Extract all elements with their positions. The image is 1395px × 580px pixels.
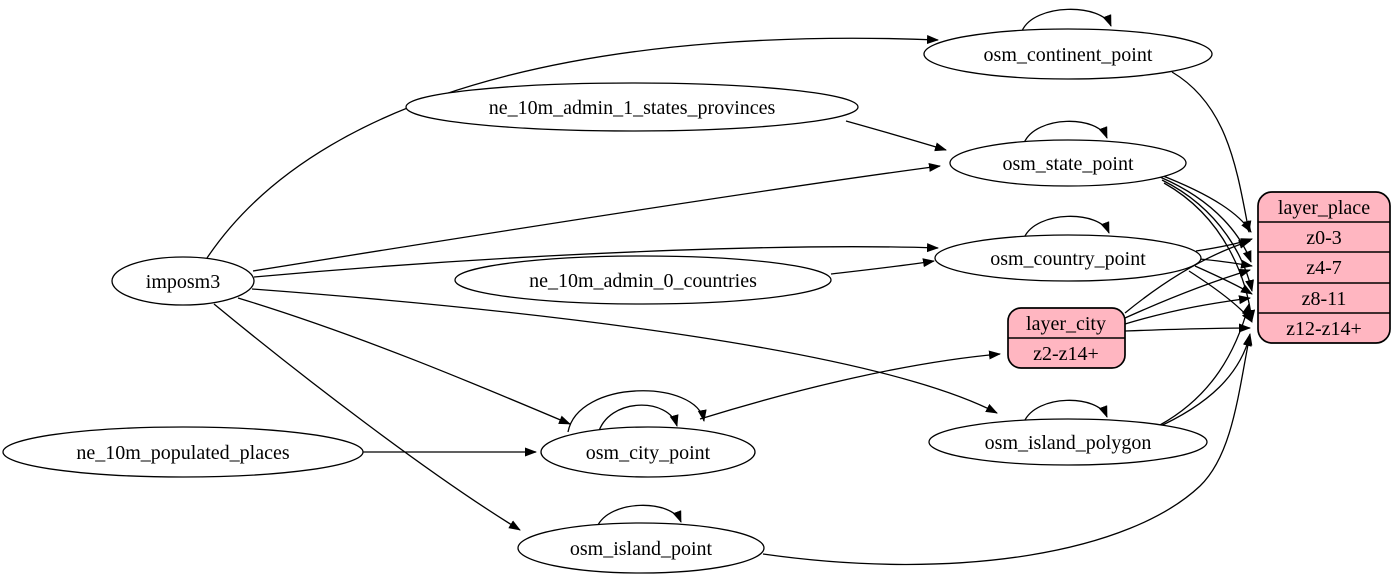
osm_continent_point-shape: [923, 28, 1213, 80]
edge-osm_state_point-z4-7: [1159, 176, 1252, 263]
selfloop-osm_country_point: [1023, 215, 1110, 239]
osm_state_point-shape: [949, 139, 1187, 187]
ne_10m_populated_places-label: ne_10m_populated_places: [76, 442, 289, 464]
edge-osm_country_point-z4-7: [1198, 258, 1253, 269]
edge-osm_island_point-z12-z14: [762, 333, 1253, 566]
edges: [206, 35, 1256, 566]
edge-layer_city-z12-z14: [1124, 323, 1251, 333]
edge-imposm3-osm_state_point: [252, 162, 941, 272]
osm_country_point-label: osm_country_point: [990, 248, 1146, 270]
node-osm_island_point: osm_island_point: [517, 522, 765, 574]
edge-osm_state_point-z0-3: [1157, 173, 1252, 233]
edge-imposm3-osm_island_point: [213, 303, 521, 531]
node-ne_10m_admin_1_states_provinces: ne_10m_admin_1_states_provinces: [405, 82, 859, 132]
selfloop-osm_city_point-outer: [567, 390, 707, 433]
selfloop-osm_island_polygon: [1023, 399, 1108, 423]
edge-osm_city_point-layer_city: [699, 350, 1001, 420]
edge-imposm3-osm_city_point: [237, 297, 571, 425]
layer_place-row-z4-7: z4-7: [1306, 257, 1342, 279]
ne_10m_admin_1_states_provinces-label: ne_10m_admin_1_states_provinces: [489, 97, 776, 119]
osm_city_point-shape: [540, 426, 756, 478]
layer_place-title: layer_place: [1278, 197, 1370, 219]
edge-layer_city-z4-7: [1124, 268, 1251, 319]
osm_continent_point-label: osm_continent_point: [984, 44, 1153, 66]
layer_city-title: layer_city: [1026, 313, 1106, 335]
node-ne_10m_admin_0_countries: ne_10m_admin_0_countries: [454, 255, 832, 305]
self-loops: [567, 8, 1112, 528]
osm_state_point-label: osm_state_point: [1002, 153, 1134, 175]
layer_place-row-z0-3: z0-3: [1306, 227, 1342, 249]
selfloop-osm_continent_point: [1021, 8, 1112, 32]
node-osm_city_point: osm_city_point: [540, 426, 756, 478]
imposm3-label: imposm3: [146, 271, 220, 293]
edge-osm_island_polygon-z8-11: [1159, 303, 1251, 426]
ne_10m_admin_1_states_provinces-shape: [405, 82, 859, 132]
ne_10m_populated_places-shape: [2, 426, 364, 478]
layer_place-row-z8-11: z8-11: [1302, 288, 1347, 310]
selfloop-osm_island_point: [596, 504, 682, 528]
osm_country_point-shape: [934, 234, 1202, 282]
node-layer_place: layer_place z0-3 z4-7 z8-11 z12-z14+: [1257, 191, 1391, 344]
selfloop-osm_state_point: [1023, 120, 1108, 144]
osm_island_point-shape: [517, 522, 765, 574]
osm_city_point-label: osm_city_point: [586, 442, 711, 464]
edge-layer_city-z8-11: [1124, 295, 1251, 325]
layer_city-row-z2-z14: z2-z14+: [1033, 343, 1099, 365]
edge-imposm3-osm_country_point: [253, 243, 939, 278]
edge-osm_country_point-z8-11: [1194, 265, 1253, 295]
node-osm_state_point: osm_state_point: [949, 139, 1187, 187]
edge-imposm3-osm_continent_point: [206, 35, 939, 259]
node-imposm3: imposm3: [111, 256, 255, 306]
edge-imposm3-osm_island_polygon: [251, 288, 998, 414]
edge-ne_10m_admin_1_states_provinces-osm_state_point: [845, 120, 947, 152]
node-layer_city: layer_city z2-z14+: [1007, 307, 1126, 369]
osm_island_polygon-shape: [928, 418, 1208, 466]
edge-ne_10m_admin_0_countries-osm_country_point: [830, 258, 935, 275]
layer_place-row-z12-z14: z12-z14+: [1286, 318, 1362, 340]
imposm3-shape: [111, 256, 255, 306]
node-ne_10m_populated_places: ne_10m_populated_places: [2, 426, 364, 478]
layer_place-shape: [1257, 191, 1391, 344]
node-osm_country_point: osm_country_point: [934, 234, 1202, 282]
ne_10m_admin_0_countries-label: ne_10m_admin_0_countries: [529, 270, 757, 292]
osm_island_point-label: osm_island_point: [570, 538, 713, 560]
edge-osm_island_polygon-z12-z14: [1153, 334, 1252, 430]
ne_10m_admin_0_countries-shape: [454, 255, 832, 305]
node-osm_island_polygon: osm_island_polygon: [928, 418, 1208, 466]
osm_island_polygon-label: osm_island_polygon: [985, 432, 1152, 454]
edge-osm_country_point-z0-3: [1195, 238, 1253, 252]
edge-osm_state_point-z8-11: [1161, 179, 1254, 292]
node-osm_continent_point: osm_continent_point: [923, 28, 1213, 80]
edge-osm_country_point-z12-z14: [1188, 270, 1253, 323]
selfloop-osm_city_point-inner: [597, 404, 679, 435]
edge-osm_continent_point-z0-3: [1171, 71, 1252, 233]
